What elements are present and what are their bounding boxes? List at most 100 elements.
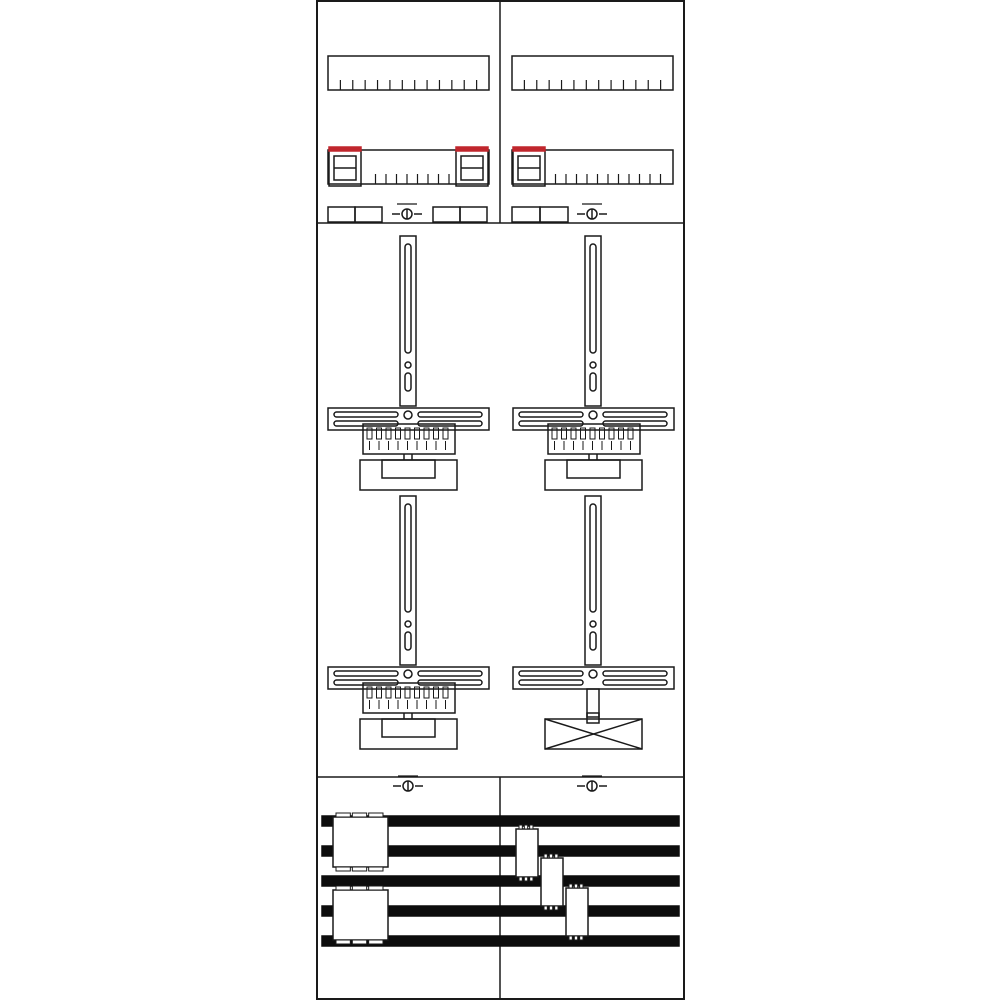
breaker-red-cap (512, 146, 546, 152)
meter-position-top-right (512, 235, 675, 491)
vertical-rail (584, 495, 602, 666)
terminal-clamp (366, 686, 373, 699)
terminal-clamp (442, 686, 449, 699)
terminal-clamp (618, 427, 624, 440)
breaker-left-1 (328, 146, 362, 187)
meter-plate (359, 718, 458, 750)
busbar-connectors-left (332, 812, 389, 945)
connector-lug (529, 824, 534, 830)
terminal-clamp (404, 686, 411, 699)
meter-plate-outline (359, 718, 458, 750)
terminal-clamp (433, 427, 439, 440)
terminal-slots-right (511, 206, 569, 223)
din-rail-outline (511, 55, 674, 91)
terminal-clamp (376, 427, 382, 440)
breaker-row-left (327, 146, 490, 187)
mounting-stem (586, 688, 600, 718)
busbar-connector-right-1 (515, 824, 539, 882)
breaker-right-1 (512, 146, 546, 187)
connector-body (515, 828, 539, 878)
crossbar-hole (588, 410, 598, 420)
connector-lug (548, 905, 554, 911)
connector-lug (518, 824, 523, 830)
busbar-4 (321, 905, 680, 917)
connector-lug (543, 853, 548, 859)
connector-lug (554, 905, 559, 911)
busbar-connector-right-2 (540, 853, 564, 911)
connector-body (332, 889, 389, 941)
rail-slot (404, 243, 412, 354)
connector-lug (351, 939, 368, 945)
terminal-slot (354, 206, 383, 223)
connector-lug (368, 885, 384, 891)
meter-position-bottom-right (512, 495, 675, 750)
connector-lug (523, 824, 529, 830)
breaker-row-right (511, 146, 674, 187)
terminal-clamp (395, 427, 401, 440)
ground-symbol-bottom-left (393, 775, 423, 792)
rail-slot (589, 243, 597, 354)
rail-lower-slot (404, 372, 412, 392)
crossbar-hole (403, 669, 413, 679)
connector-lug (579, 935, 584, 941)
crossbar-slot (518, 679, 584, 686)
crossbar-hole (403, 410, 413, 420)
busbar-3 (321, 875, 680, 887)
busbar-connector-left-1 (332, 812, 389, 872)
connector-body (540, 857, 564, 907)
terminal-clamp (608, 427, 615, 440)
crossbar (327, 407, 490, 431)
connector-lug (543, 905, 548, 911)
connector-lug (335, 885, 351, 891)
vertical-rail (584, 235, 602, 407)
busbar-5 (321, 935, 680, 947)
terminal-clamp (599, 427, 605, 440)
terminal-slot (459, 206, 488, 223)
rail-lower-slot (404, 631, 412, 651)
crossbar-slot (417, 411, 483, 418)
crossbar-slot (602, 679, 668, 686)
rail-slot (589, 503, 597, 613)
crossbar-slot (602, 411, 668, 418)
terminal-slots-left (327, 206, 488, 223)
din-rail-upper-right (511, 55, 674, 91)
terminal-clamp (395, 686, 401, 699)
terminal-clamp (433, 686, 439, 699)
terminal-clamp (627, 427, 634, 440)
ground-symbol-top-right (577, 203, 607, 220)
terminal-slot (539, 206, 569, 223)
terminal-clamp (404, 427, 411, 440)
connector-lug (568, 883, 573, 889)
meter-position-top-left (327, 235, 490, 491)
connector-lug (368, 812, 384, 818)
connector-lug (368, 939, 384, 945)
din-rail-upper-left (327, 55, 490, 91)
panel-frame (316, 0, 685, 1000)
terminal-clamp (414, 427, 420, 440)
rail-hole (404, 620, 412, 628)
breaker-rail-outline (327, 149, 490, 185)
connector-lug (548, 853, 554, 859)
crossbar-hole (588, 669, 598, 679)
crossbar-slot (333, 670, 399, 677)
busbar-2 (321, 845, 680, 857)
terminal-clamp (561, 427, 567, 440)
meter-plate-cross (544, 718, 643, 750)
vertical-rail (399, 495, 417, 666)
rail-hole (589, 361, 597, 369)
ground-symbol-top-left (392, 203, 422, 220)
terminal-clamp (551, 427, 558, 440)
vertical-rail (399, 235, 417, 407)
terminal-block (547, 423, 641, 460)
terminal-clamp (414, 686, 420, 699)
terminal-slot (511, 206, 541, 223)
connector-lug (351, 866, 368, 872)
connector-body (332, 816, 389, 868)
meter-plate-outline (359, 459, 458, 491)
rail-lower-slot (589, 372, 597, 392)
meter-position-bottom-left (327, 495, 490, 750)
meter-plate-window (381, 718, 436, 738)
connector-lug (568, 935, 573, 941)
crossbar (327, 666, 490, 690)
